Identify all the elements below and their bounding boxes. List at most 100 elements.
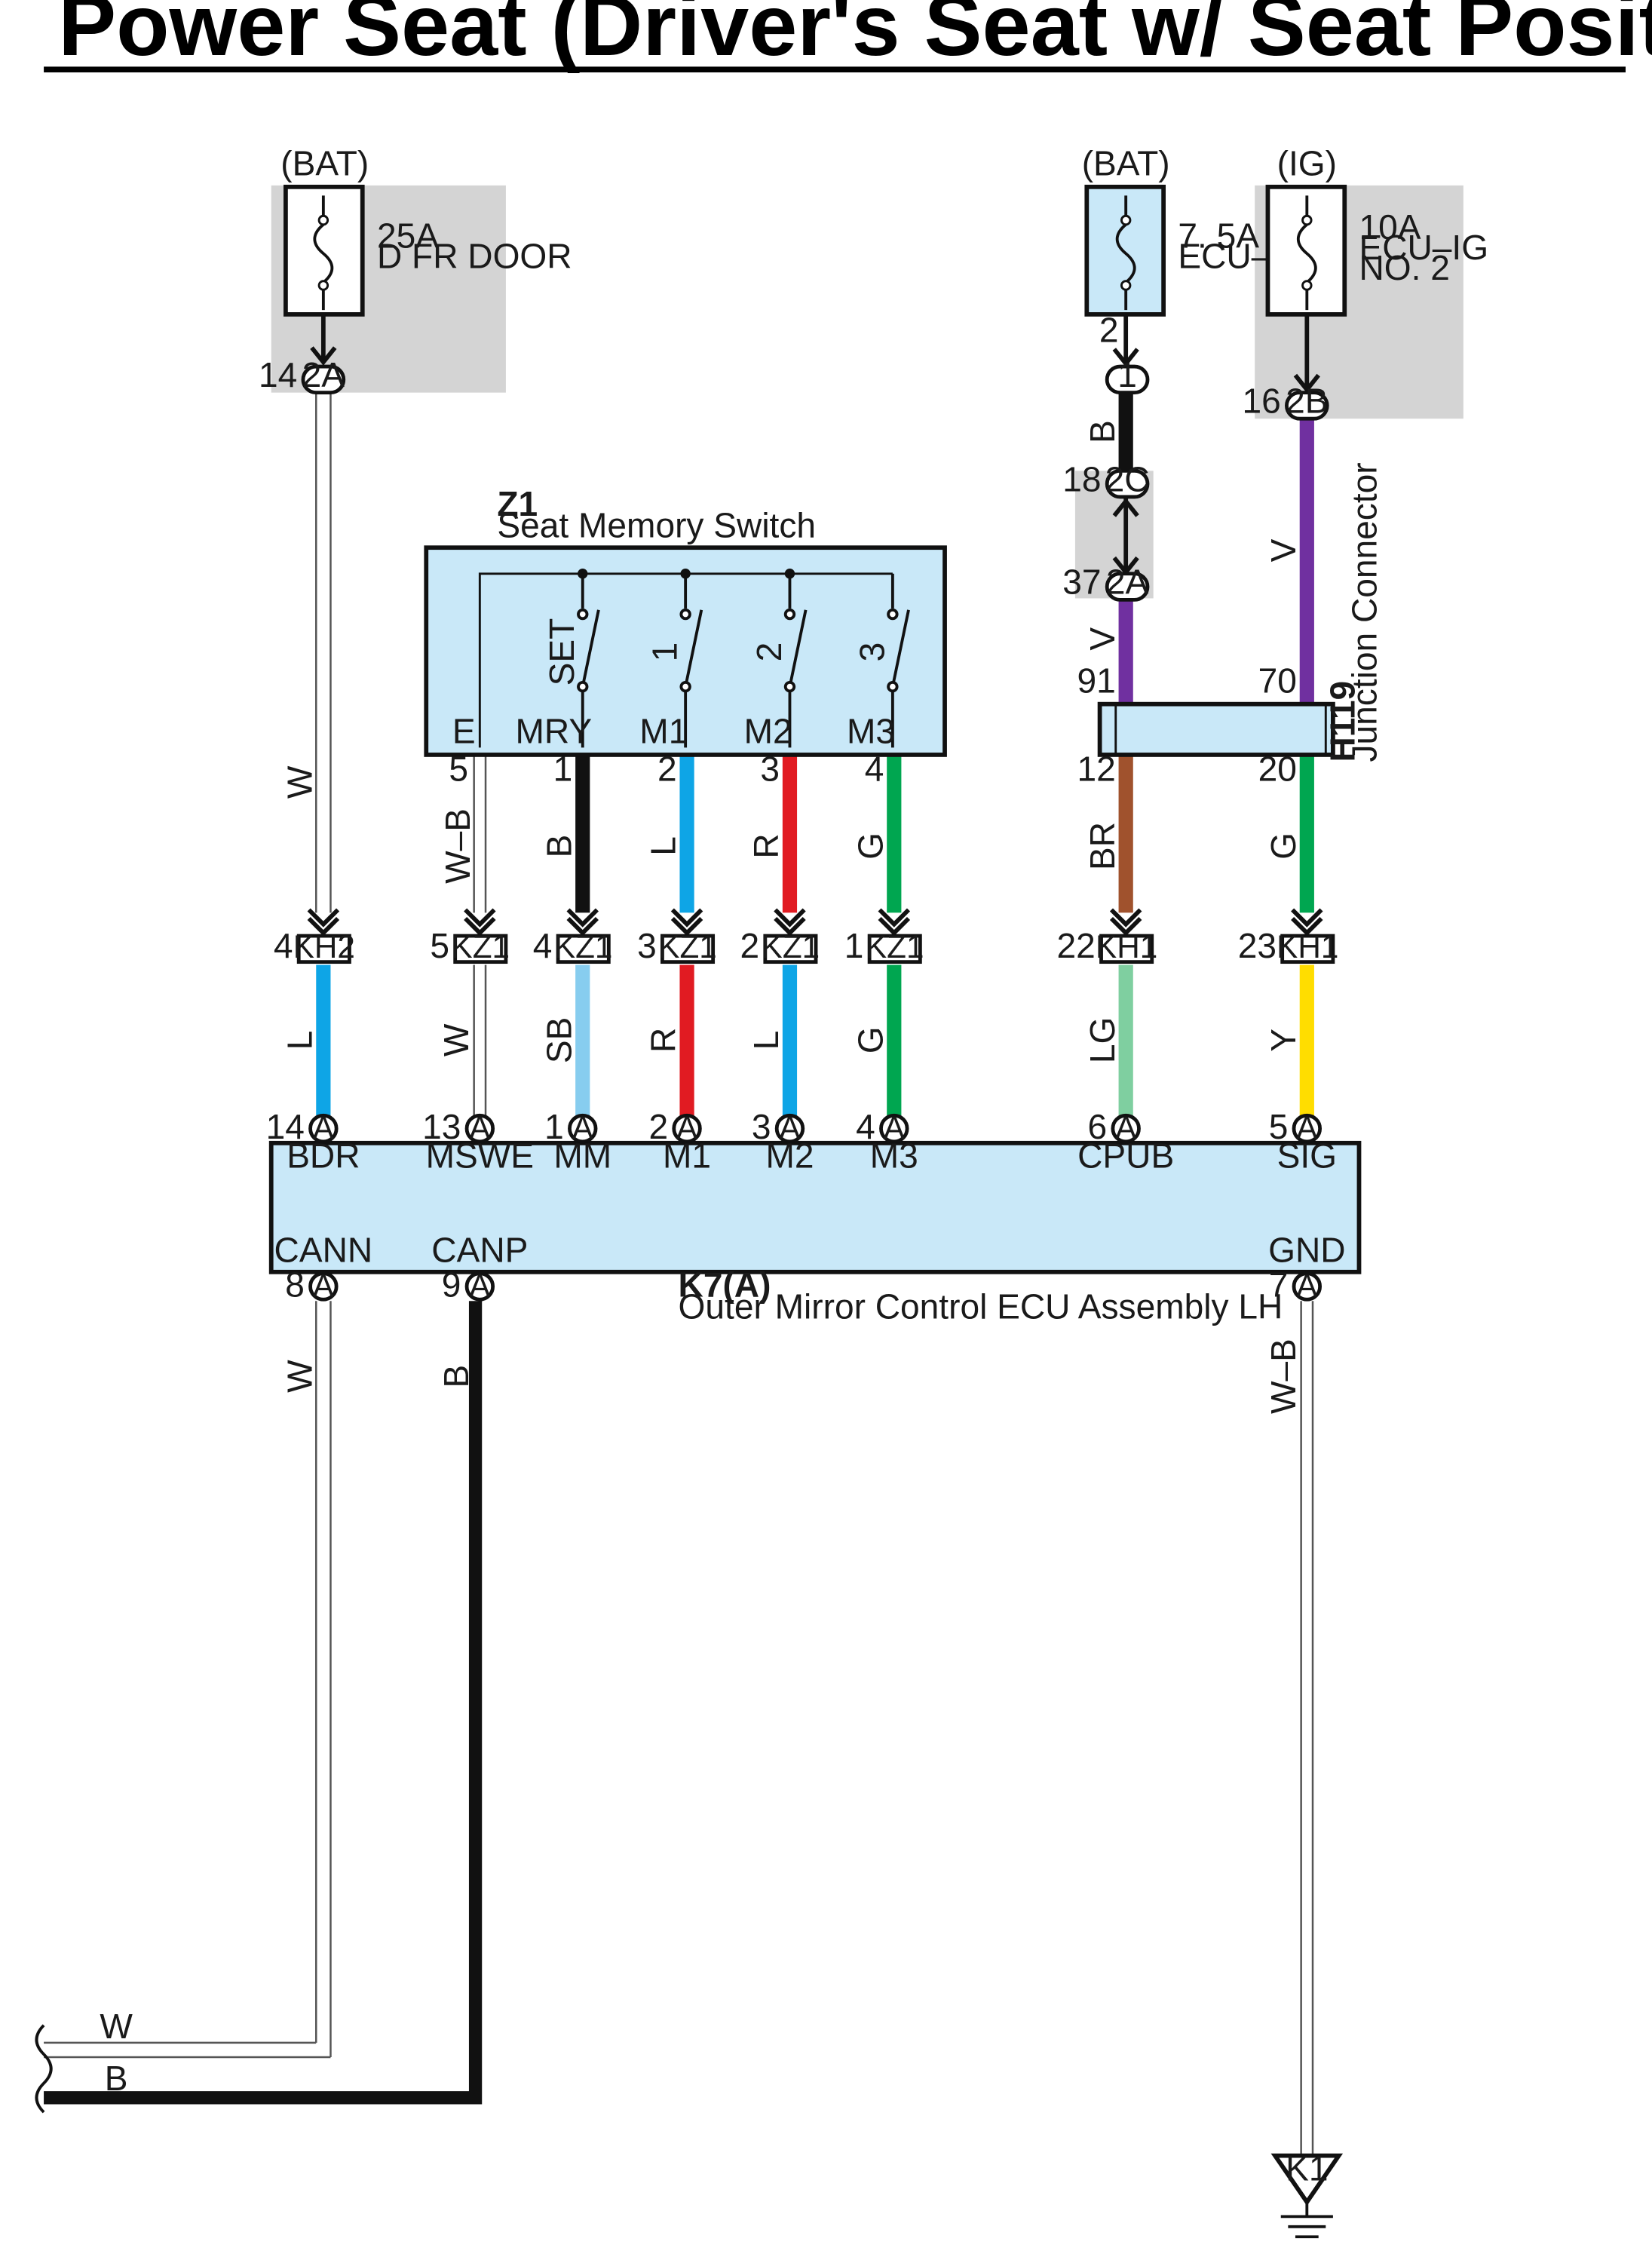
svg-text:23: 23: [1238, 926, 1277, 965]
fuse-d-fr-door: (BAT) 25A D FR DOOR: [280, 143, 572, 366]
svg-text:2A: 2A: [302, 355, 345, 394]
svg-text:4: 4: [274, 926, 293, 965]
svg-text:A: A: [779, 1110, 801, 1145]
svg-text:BR: BR: [1083, 822, 1122, 870]
svg-text:KZ1: KZ1: [762, 929, 820, 964]
inline-kz1-m1: [660, 908, 716, 964]
svg-text:B: B: [1083, 420, 1122, 443]
svg-text:V: V: [1264, 538, 1303, 562]
svg-text:3: 3: [760, 750, 780, 789]
svg-text:L: L: [746, 1031, 786, 1050]
fuse1-rating: 25A: [377, 216, 439, 256]
fuse3-name2: NO. 2: [1359, 248, 1449, 287]
ecu-term-m1: M1: [663, 1136, 711, 1175]
svg-text:V: V: [1083, 627, 1122, 651]
svg-text:A: A: [313, 1268, 335, 1303]
contact-1: 1: [645, 642, 685, 662]
svg-text:22: 22: [1057, 926, 1096, 965]
fuse-ecu-b: (BAT) 7. 5A ECU–B: [1082, 143, 1294, 367]
svg-text:L: L: [644, 836, 683, 856]
connector-2a-mid: 2A 37: [1062, 563, 1150, 602]
svg-text:W: W: [100, 2007, 133, 2046]
fuse1-source: (BAT): [280, 143, 369, 182]
ecu-term-canp: CANP: [431, 1230, 528, 1269]
connector-1: 1 2: [1099, 310, 1150, 395]
svg-text:13: 13: [422, 1107, 461, 1146]
svg-text:KH2: KH2: [293, 929, 355, 964]
svg-text:A: A: [1296, 1110, 1318, 1145]
ecu-term-m3: M3: [870, 1136, 918, 1175]
seat-memory-switch: Z1 Seat Memory Switch SET 1 2 3 E: [424, 484, 947, 789]
svg-text:3: 3: [752, 1107, 771, 1146]
switch-term-e: E: [452, 712, 476, 751]
page-title: Power Seat (Driver's Seat w/ Seat Positi…: [58, 0, 1652, 74]
junction-name: Junction Connector: [1345, 462, 1384, 762]
ground-code: K1: [1286, 2148, 1328, 2188]
svg-text:1: 1: [553, 750, 573, 789]
ecu-code: K7(A): [679, 1265, 771, 1304]
ecu-term-cpub: CPUB: [1077, 1136, 1174, 1175]
ecu-term-bdr: BDR: [287, 1136, 360, 1175]
ecu-term-gnd: GND: [1268, 1230, 1345, 1269]
svg-text:37: 37: [1062, 563, 1101, 602]
contact-set: SET: [542, 618, 581, 686]
svg-text:2: 2: [657, 750, 677, 789]
svg-text:7: 7: [1269, 1265, 1289, 1304]
svg-text:R: R: [746, 833, 786, 858]
svg-text:R: R: [644, 1028, 683, 1053]
svg-text:3: 3: [637, 926, 657, 965]
inline-kh2: [296, 908, 351, 964]
svg-text:4: 4: [865, 750, 884, 789]
svg-text:14: 14: [259, 355, 297, 394]
svg-text:4: 4: [533, 926, 553, 965]
fuse3-rating: 10A: [1359, 207, 1421, 247]
svg-text:KZ1: KZ1: [554, 929, 613, 964]
contact-3: 3: [852, 642, 891, 662]
fuse2-source: (BAT): [1082, 143, 1170, 182]
svg-text:5: 5: [430, 926, 449, 965]
ground-k1: K1: [1270, 2148, 1344, 2239]
switch-term-m3: M3: [847, 712, 895, 751]
fuse2-rating: 7. 5A: [1178, 216, 1259, 256]
switch-term-m1: M1: [639, 712, 688, 751]
switch-term-m2: M2: [744, 712, 792, 751]
inline-kz1-mry: [556, 908, 611, 964]
inline-kh1-cpub: [1099, 908, 1154, 964]
svg-text:L: L: [280, 1031, 319, 1050]
ecu-term-cann: CANN: [274, 1230, 373, 1269]
svg-text:KH1: KH1: [1096, 929, 1157, 964]
svg-text:4: 4: [856, 1107, 875, 1146]
ecu-term-m2: M2: [765, 1136, 814, 1175]
inline-connectors: [296, 908, 1335, 964]
switch-code: Z1: [497, 484, 538, 523]
connector-2a-top: 2A 14: [259, 355, 346, 395]
svg-text:A: A: [884, 1110, 906, 1145]
svg-text:2B: 2B: [1286, 382, 1328, 421]
svg-text:12: 12: [1077, 750, 1115, 789]
svg-text:5: 5: [1269, 1107, 1289, 1146]
svg-text:Y: Y: [1264, 1029, 1303, 1052]
svg-text:B: B: [105, 2059, 128, 2098]
svg-text:1: 1: [544, 1107, 564, 1146]
switch-name: Seat Memory Switch: [497, 506, 816, 545]
svg-text:KZ1: KZ1: [866, 929, 924, 964]
svg-text:B: B: [437, 1365, 476, 1388]
svg-text:91: 91: [1077, 661, 1115, 700]
svg-text:G: G: [851, 833, 890, 860]
connector-2b: 2B 16: [1242, 382, 1329, 421]
inline-labels: KH2 4 KZ1 5 KZ1 4 KZ1 3 KZ1 2 KZ1 1 KH1 …: [274, 926, 1339, 965]
switch-term-mry: MRY: [516, 712, 593, 751]
svg-text:1: 1: [1117, 355, 1137, 394]
wires: [35, 391, 1314, 2159]
inline-kz1-m3: [867, 908, 922, 964]
svg-text:A: A: [1296, 1268, 1318, 1303]
svg-text:2C: 2C: [1105, 459, 1150, 498]
svg-text:A: A: [572, 1110, 594, 1145]
svg-text:18: 18: [1062, 459, 1101, 498]
ecu-term-mm: MM: [553, 1136, 611, 1175]
svg-text:LG: LG: [1083, 1017, 1122, 1063]
junction-code: H119: [1323, 681, 1362, 762]
svg-text:KH1: KH1: [1277, 929, 1338, 964]
svg-text:6: 6: [1088, 1107, 1108, 1146]
svg-text:A: A: [1115, 1110, 1137, 1145]
